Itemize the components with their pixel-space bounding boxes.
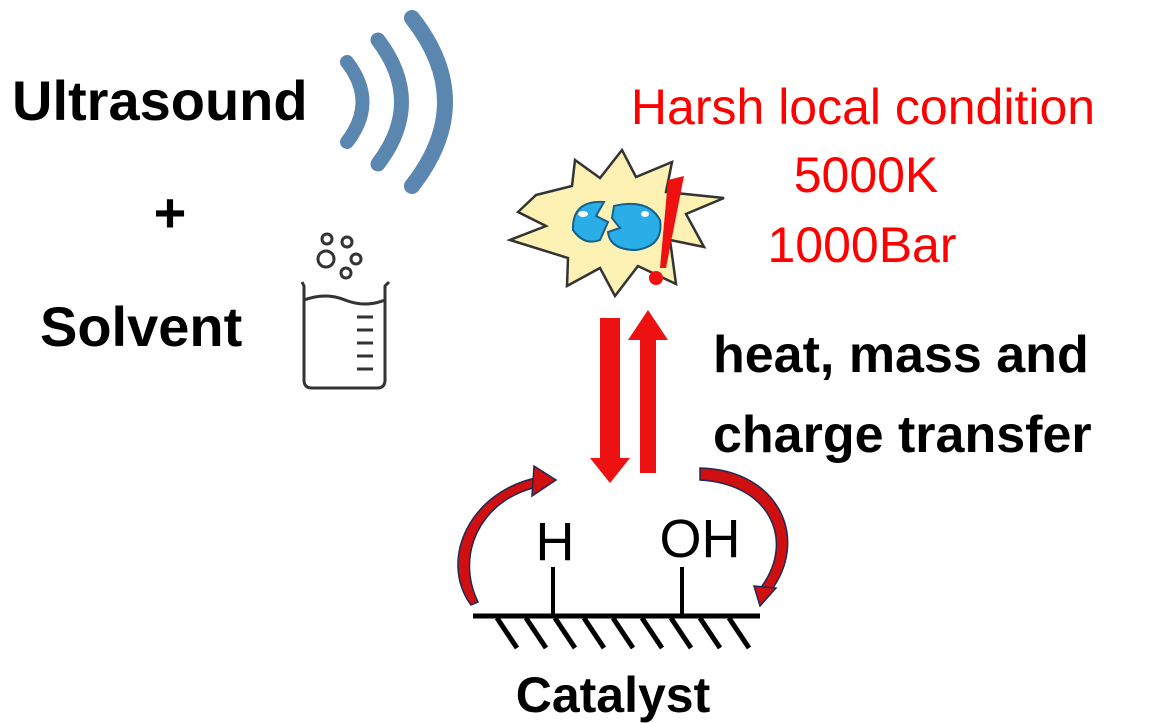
beaker-icon <box>300 280 391 390</box>
bubbles-icon <box>316 232 363 280</box>
plus-sign: + <box>154 181 187 244</box>
left-curved-arrow-icon <box>457 464 558 606</box>
sound-waves-icon <box>340 10 453 194</box>
catalyst-surface-icon <box>473 567 760 650</box>
oh-group-label: OH <box>660 509 741 569</box>
temperature-value: 5000K <box>794 147 939 203</box>
transfer-line-1: heat, mass and <box>713 326 1089 384</box>
pressure-value: 1000Bar <box>767 217 956 273</box>
catalyst-label: Catalyst <box>516 667 711 723</box>
ultrasound-label: Ultrasound <box>12 69 308 132</box>
transfer-line-2: charge transfer <box>713 406 1092 464</box>
h-group-label: H <box>536 512 575 572</box>
bubble-collapse-icon <box>506 147 725 299</box>
solvent-label: Solvent <box>40 295 242 358</box>
harsh-condition-title: Harsh local condition <box>631 79 1095 135</box>
bidirectional-arrows-icon <box>590 310 668 483</box>
exclamation-icon <box>649 176 684 285</box>
right-curved-arrow-icon <box>699 467 789 608</box>
